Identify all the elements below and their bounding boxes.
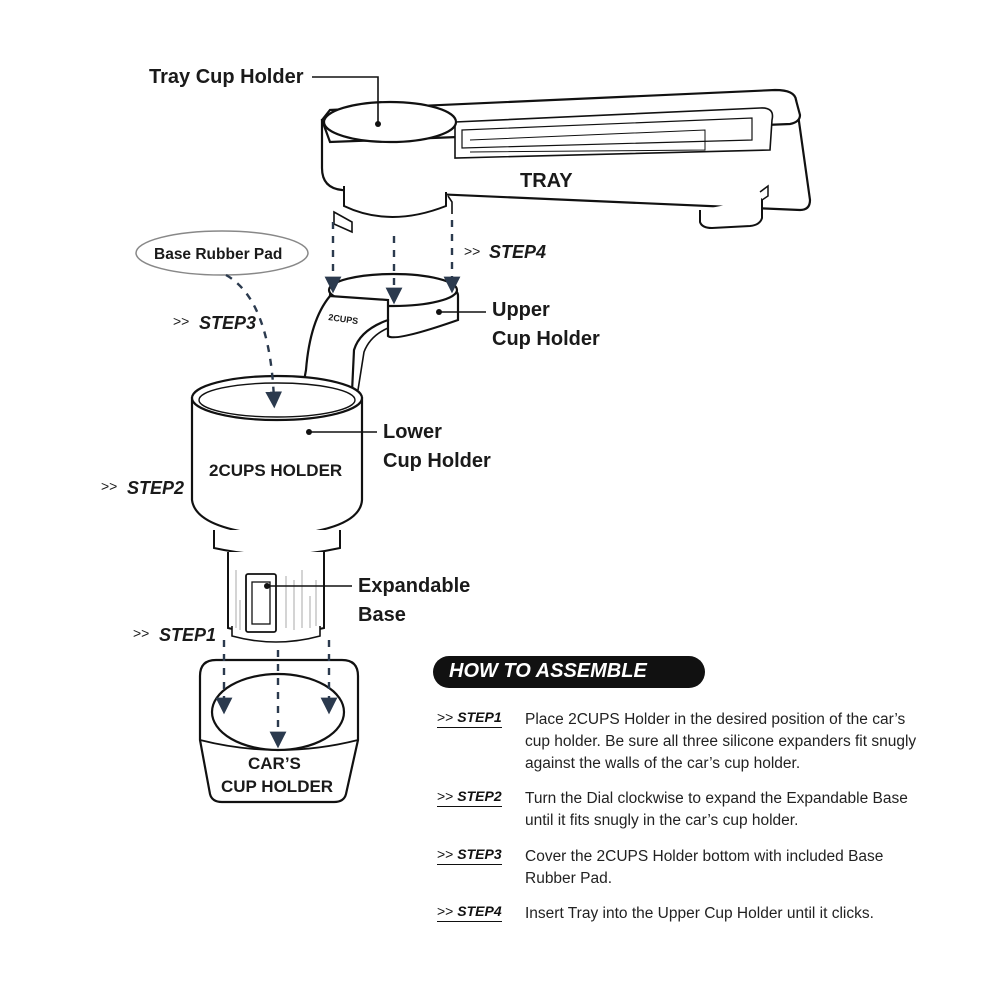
tray-cup-holder-dot	[375, 121, 381, 127]
upper-cup-holder-label-2: Cup Holder	[492, 328, 600, 350]
svg-text:STEP2: STEP2	[127, 478, 184, 498]
lower-cup-holder-label-2: Cup Holder	[383, 450, 491, 472]
svg-text:>>: >>	[101, 478, 117, 494]
lower-holder-name: 2CUPS HOLDER	[209, 461, 342, 480]
lower-cup-holder-label-1: Lower	[383, 421, 442, 443]
instruction-step4-tag: >> STEP4	[437, 903, 502, 922]
tray-cup-holder-label: Tray Cup Holder	[149, 66, 304, 88]
instruction-step1-text: Place 2CUPS Holder in the desired positi…	[525, 711, 917, 772]
tray-illustration	[320, 88, 812, 234]
step3-tag: >> STEP3	[173, 313, 256, 333]
svg-text:STEP4: STEP4	[489, 242, 546, 262]
instruction-step2-tag: >> STEP2	[437, 788, 502, 807]
cars-cup-holder-label-2: CUP HOLDER	[221, 777, 333, 796]
tray-cup-holder-leader	[312, 76, 379, 123]
arm-brand-label: 2CUPS	[328, 312, 359, 326]
instruction-step1-tag: >> STEP1	[437, 709, 502, 728]
how-to-assemble-title: HOW TO ASSEMBLE	[449, 660, 647, 682]
expandable-base-label-2: Base	[358, 604, 406, 626]
how-to-assemble-banner: HOW TO ASSEMBLE	[433, 656, 705, 688]
assembly-arrows	[215, 220, 461, 749]
instruction-step3-text: Cover the 2CUPS Holder bottom with inclu…	[525, 848, 884, 887]
expandable-base-dot	[264, 583, 270, 589]
upper-cup-holder-label-1: Upper	[492, 299, 550, 321]
svg-text:STEP1: STEP1	[159, 625, 216, 645]
instruction-step3-tag: >> STEP3	[437, 846, 502, 865]
upper-cup-holder-dot	[436, 309, 442, 315]
tray-label: TRAY	[520, 170, 573, 192]
svg-text:>>: >>	[464, 243, 480, 259]
cars-cup-holder-label-1: CAR’S	[248, 754, 301, 773]
expandable-base-label-1: Expandable	[358, 575, 470, 597]
svg-text:STEP3: STEP3	[199, 313, 256, 333]
instruction-step2-text: Turn the Dial clockwise to expand the Ex…	[525, 790, 908, 829]
svg-text:>>: >>	[173, 313, 189, 329]
base-rubber-pad	[135, 230, 309, 276]
lower-cup-holder-dot	[306, 429, 312, 435]
instruction-step4-text: Insert Tray into the Upper Cup Holder un…	[525, 905, 874, 922]
step1-tag: >> STEP1	[133, 625, 216, 645]
svg-text:>>: >>	[133, 625, 149, 641]
expandable-base-illustration	[227, 552, 325, 643]
base-rubber-pad-label: Base Rubber Pad	[154, 246, 282, 263]
step2-tag: >> STEP2	[101, 478, 184, 498]
step4-tag: >> STEP4	[464, 242, 546, 262]
